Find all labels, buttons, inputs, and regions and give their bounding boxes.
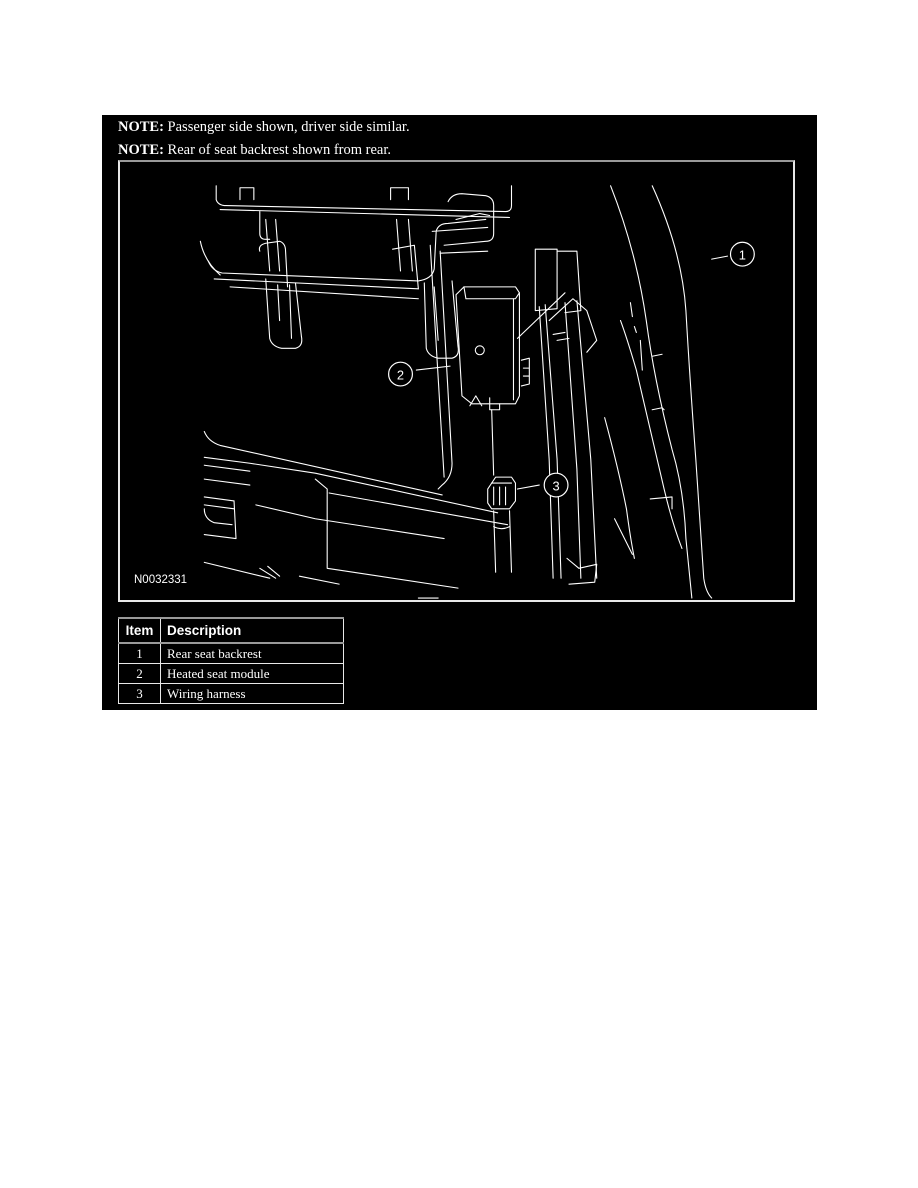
callouts-layer: 1 2 3: [388, 241, 755, 498]
table-row: 2 Heated seat module: [118, 663, 344, 684]
callout-2: 2: [388, 361, 413, 387]
note-text: Passenger side shown, driver side simila…: [163, 119, 410, 135]
callout-3: 3: [543, 472, 569, 498]
callout-3-label: 3: [553, 479, 560, 494]
callout-1-label: 1: [739, 248, 746, 263]
item-number: 2: [118, 663, 161, 684]
note-label: NOTE:: [118, 119, 164, 135]
note-passenger-side: NOTE: Passenger side shown, driver side …: [118, 118, 410, 136]
callout-1: 1: [729, 241, 755, 267]
note-label: NOTE:: [118, 142, 164, 158]
seat-illustration: [199, 185, 729, 599]
header-description: Description: [160, 617, 344, 644]
note-rear-view: NOTE: Rear of seat backrest shown from r…: [118, 141, 391, 159]
figure-id: N0032331: [134, 574, 188, 586]
item-number: 3: [118, 683, 161, 704]
item-description: Heated seat module: [160, 663, 344, 684]
illustration-frame: 1 2 3 N0032331: [118, 160, 795, 602]
note-text: Rear of seat backrest shown from rear.: [163, 142, 392, 158]
item-description: Wiring harness: [160, 683, 344, 704]
item-description: Rear seat backrest: [160, 642, 344, 664]
procedure-panel: NOTE: Passenger side shown, driver side …: [102, 115, 817, 710]
legend-header-row: Item Description: [118, 617, 344, 644]
callout-2-label: 2: [397, 368, 404, 383]
table-row: 3 Wiring harness: [118, 683, 344, 704]
item-legend-table: Item Description 1 Rear seat backrest 2 …: [118, 617, 344, 704]
header-item: Item: [118, 617, 161, 644]
item-number: 1: [118, 642, 161, 664]
table-row: 1 Rear seat backrest: [118, 642, 344, 664]
